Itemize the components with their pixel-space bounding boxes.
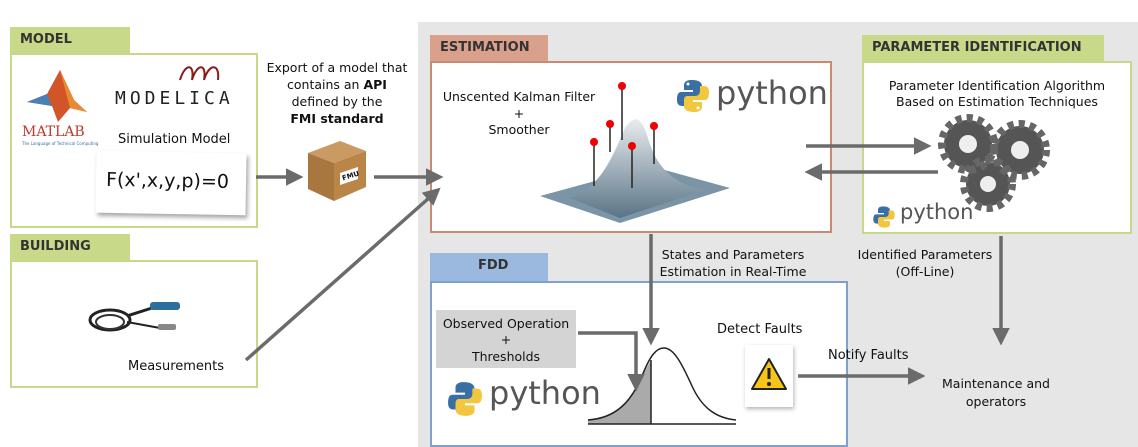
maint-line2: operators — [965, 394, 1027, 409]
export-line2-text: contains an — [287, 77, 364, 92]
python-text-param: python — [900, 200, 974, 224]
fdd-tab: FDD — [430, 253, 548, 281]
obs-line3: Thresholds — [471, 349, 541, 364]
param-tab: PARAMETER IDENTIFICATION — [862, 35, 1104, 61]
states-line1: States and Parameters — [661, 247, 805, 262]
maint-line1: Maintenance and — [942, 376, 1050, 391]
modelica-logo: MODELICA — [115, 88, 234, 109]
ukf-line2: + — [513, 106, 525, 121]
building-tab: BUILDING — [10, 234, 130, 260]
arrow-building-to-estimation — [244, 187, 441, 362]
measurements-label: Measurements — [128, 359, 225, 374]
param-line2: Based on Estimation Techniques — [896, 94, 1098, 109]
ident-line2: (Off-Line) — [895, 264, 955, 279]
gears-icon — [938, 114, 1050, 212]
param-line1: Parameter Identification Algorithm — [888, 78, 1106, 93]
matlab-logo-text: MATLAB — [22, 124, 85, 140]
ident-line1: Identified Parameters — [857, 247, 993, 262]
gaussian-surface-icon — [540, 82, 730, 223]
ukf-line1: Unscented Kalman Filter — [442, 89, 596, 104]
detect-faults-label: Detect Faults — [717, 322, 803, 337]
python-logo-icon — [873, 206, 895, 228]
modelica-swirl-icon — [179, 66, 220, 81]
export-line1: Export of a model that — [266, 60, 408, 75]
obs-line1: Observed Operation — [442, 316, 570, 331]
arrow-observed-to-curve — [578, 331, 645, 392]
python-logo-icon — [448, 382, 482, 416]
sensor-cable-icon — [88, 302, 180, 332]
export-line4: FMI standard — [290, 111, 384, 126]
python-logo-icon — [677, 80, 709, 112]
export-api-bold: API — [363, 77, 387, 92]
obs-line2: + — [500, 332, 512, 347]
bell-curve-icon — [587, 347, 737, 425]
model-tab: MODEL — [10, 27, 130, 53]
matlab-tagline: The Language of Technical Computing — [22, 141, 99, 146]
ukf-line3: Smoother — [488, 122, 550, 137]
warning-icon — [751, 358, 787, 390]
notify-faults-label: Notify Faults — [828, 348, 909, 363]
fmu-box-icon — [308, 141, 366, 201]
matlab-logo-icon — [27, 70, 87, 122]
observed-operation-box — [436, 310, 576, 368]
export-line3: defined by the — [291, 94, 383, 109]
states-line2: Estimation in Real-Time — [659, 264, 807, 279]
simulation-model-label: Simulation Model — [118, 132, 231, 147]
estimation-tab: ESTIMATION — [430, 35, 548, 61]
export-line2: contains an API — [252, 77, 422, 93]
python-text-fdd: python — [489, 374, 601, 412]
python-text-estimation: python — [716, 74, 828, 112]
